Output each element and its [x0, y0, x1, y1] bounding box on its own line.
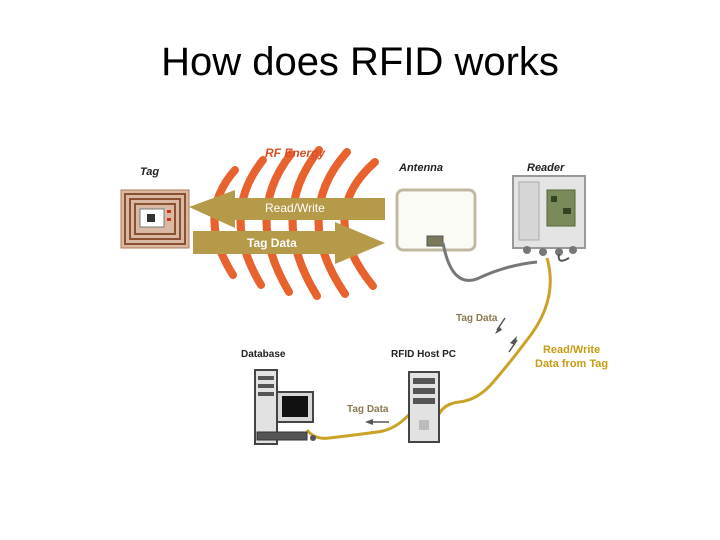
- rf-energy-label: RF Energy: [265, 146, 326, 160]
- antenna-icon: [395, 188, 538, 282]
- read-write-data-label: Read/Write Data from Tag: [535, 344, 609, 370]
- read-write-label: Read/Write: [265, 201, 325, 215]
- tag-data-arrow: [193, 222, 385, 264]
- slide-title: How does RFID works: [161, 40, 559, 84]
- rfid-tag-icon: [120, 189, 190, 249]
- tag-label: Tag: [140, 166, 160, 178]
- tag-data-reader-label: Tag Data: [456, 313, 498, 324]
- database-computer-icon: [254, 369, 316, 445]
- tag-data-cable-label: Tag Data: [347, 404, 389, 415]
- read-write-arrow: [189, 190, 385, 228]
- host-pc-icon: [408, 371, 440, 443]
- reader-host-cable: [433, 257, 552, 426]
- reader-icon: [512, 175, 586, 262]
- host-pc-label: RFID Host PC: [391, 349, 456, 360]
- database-label: Database: [241, 349, 286, 360]
- antenna-label: Antenna: [399, 162, 443, 174]
- tag-data-label: Tag Data: [247, 236, 297, 250]
- reader-label: Reader: [527, 162, 565, 174]
- rfid-diagram-graphics: [120, 146, 586, 445]
- pc-database-cable: [305, 409, 415, 440]
- rfid-diagram: Tag RF Energy Read/Write Tag Data Antenn…: [107, 140, 627, 456]
- rf-energy-waves: [210, 146, 379, 300]
